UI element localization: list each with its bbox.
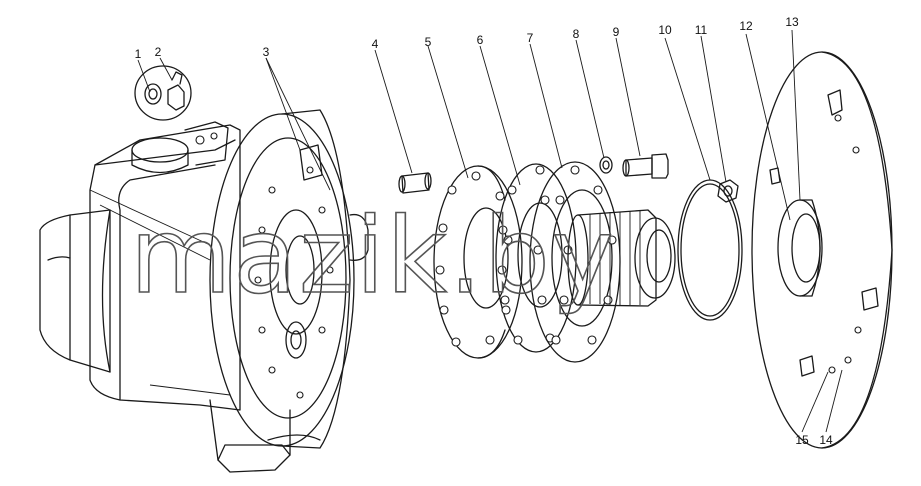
bolt-9 <box>622 153 669 179</box>
callout-9: 9 <box>613 25 620 39</box>
fittings-1-2 <box>134 65 192 121</box>
callout-3: 3 <box>263 45 270 59</box>
callouts: 1 2 3 4 5 6 7 8 9 10 11 12 13 14 15 <box>135 15 833 447</box>
nut-11 <box>717 179 739 203</box>
callout-11: 11 <box>695 23 708 37</box>
housing-flange <box>209 109 369 449</box>
callout-10: 10 <box>658 23 672 37</box>
splined-hub-7 <box>529 161 676 363</box>
pin-4 <box>398 172 432 194</box>
callout-2: 2 <box>155 45 162 59</box>
watermark-text: mazik.by <box>130 195 615 317</box>
callout-8: 8 <box>573 27 580 41</box>
cover-plate-12 <box>751 51 893 449</box>
callout-1: 1 <box>135 47 142 61</box>
callout-5: 5 <box>425 35 432 49</box>
callout-13: 13 <box>785 15 799 29</box>
callout-14: 14 <box>819 433 833 447</box>
callout-6: 6 <box>477 33 484 47</box>
main-housing <box>39 121 291 473</box>
callout-15: 15 <box>795 433 809 447</box>
oring-10 <box>677 179 743 321</box>
leader-lines <box>137 29 843 433</box>
callout-7: 7 <box>527 31 534 45</box>
flange-plate-5 <box>433 165 523 359</box>
washer-8 <box>599 156 613 174</box>
callout-12: 12 <box>739 19 753 33</box>
callout-4: 4 <box>372 37 379 51</box>
seal-13 <box>777 199 823 297</box>
